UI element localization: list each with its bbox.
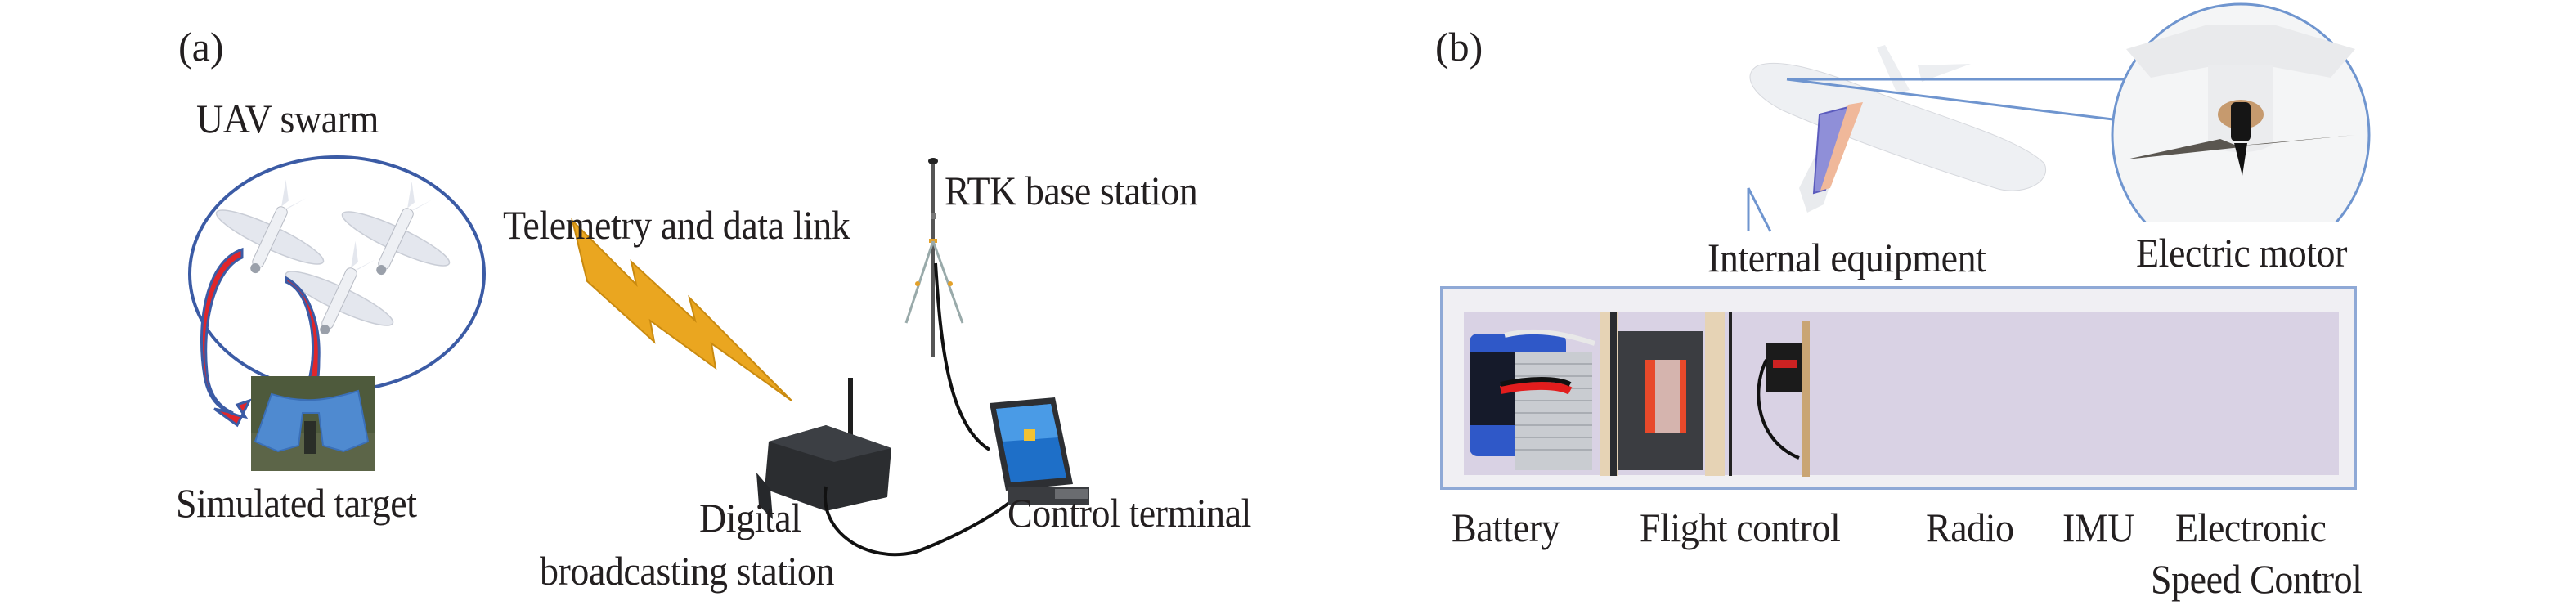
component-label-esc-line1: Electronic [2175, 505, 2327, 550]
uav-photo [1749, 45, 2047, 213]
internal-compartment-photo [1440, 286, 2357, 490]
control-terminal-label: Control terminal [1008, 490, 1251, 536]
component-label-imu: IMU [2062, 505, 2135, 550]
rtk-label: RTK base station [945, 168, 1198, 213]
station-cable [823, 486, 1016, 557]
component-label-flight-control: Flight control [1640, 505, 1841, 550]
panel-a-label: (a) [178, 24, 224, 70]
control-terminal-laptop-icon [990, 397, 1089, 505]
broadcasting-station-icon [756, 378, 891, 519]
component-label-esc-line2: Speed Control [2151, 556, 2363, 602]
digital-station-label-line2: broadcasting station [540, 548, 834, 594]
rtk-base-station-icon [904, 158, 964, 357]
attack-arrow-left [200, 247, 252, 428]
component-label-battery: Battery [1452, 505, 1560, 550]
telemetry-bolt-icon [571, 218, 792, 401]
panel-b-label: (b) [1435, 24, 1483, 70]
simulated-target-label: Simulated target [176, 480, 417, 526]
internal-equipment-label: Internal equipment [1708, 235, 1986, 280]
electric-motor-label: Electric motor [2136, 230, 2347, 276]
digital-station-label-line1: Digital [699, 495, 801, 540]
component-label-radio: Radio [1926, 505, 2014, 550]
leader-line-motor-2 [1786, 78, 2127, 123]
uav-swarm-label: UAV swarm [196, 96, 379, 141]
telemetry-label: Telemetry and data link [503, 202, 850, 248]
rtk-cable [934, 262, 991, 451]
leader-line-internal [1747, 187, 1772, 232]
electric-motor-detail [2111, 2, 2371, 222]
simulated-target-image [251, 376, 375, 471]
